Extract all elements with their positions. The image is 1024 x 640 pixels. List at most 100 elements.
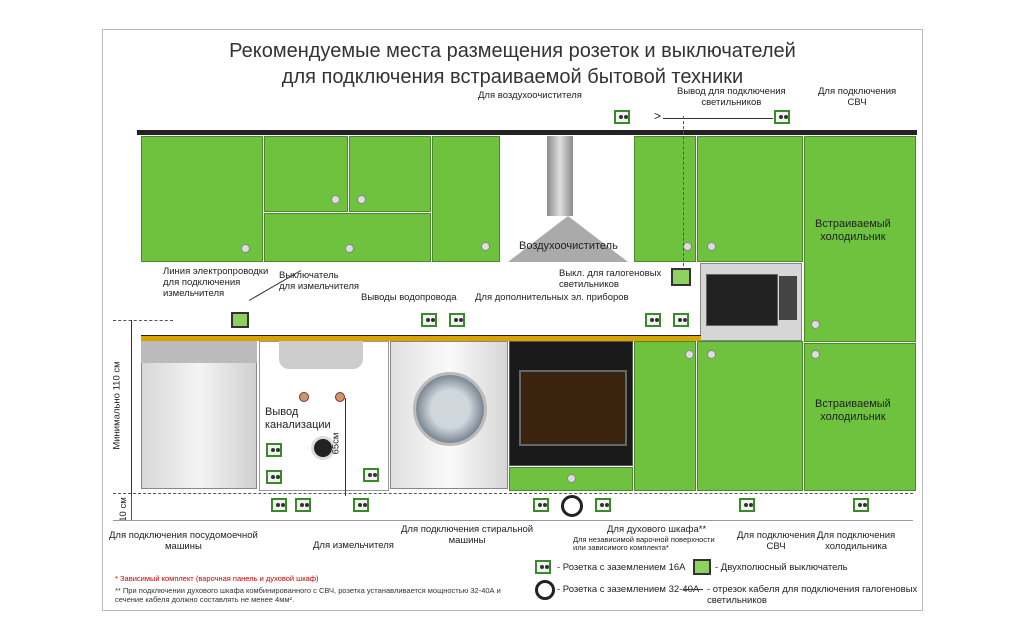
title-line-1: Рекомендуемые места размещения розеток и… (229, 40, 796, 62)
label-wire-line: Линия электропроводки для подключения из… (163, 266, 269, 299)
cable-line-lights (663, 118, 773, 119)
legend-switch-icon (693, 559, 711, 575)
socket-oven (595, 498, 611, 512)
socket-extra-2 (673, 313, 689, 327)
socket-water-1 (421, 313, 437, 327)
socket-hob-16 (533, 498, 549, 512)
lower-cabinet-2 (697, 341, 803, 491)
label-dim-110: Минимально 110 см (111, 361, 123, 450)
socket-sink-2 (266, 470, 282, 484)
worktop (141, 335, 701, 341)
socket-washer (353, 498, 369, 512)
socket-microwave-top (774, 110, 790, 124)
dim-110-line (131, 320, 132, 495)
legend-cable: - отрезок кабеля для подключения галоген… (707, 584, 918, 606)
note-2: ** При подключении духового шкафа комбин… (115, 586, 501, 604)
label-hob: Для независимой варочной поверхности или… (573, 535, 715, 552)
label-washer: Для подключения стиральной машины (401, 524, 534, 546)
dishwasher (141, 341, 257, 489)
water-pipe-2 (335, 392, 345, 402)
legend-double-switch: - Двухполюсный выключатель (715, 562, 848, 573)
legend-socket16: - Розетка с заземлением 16А (557, 562, 686, 573)
socket-water-2 (449, 313, 465, 327)
upper-cabinet-3 (432, 136, 500, 262)
label-dishwasher: Для подключения посудомоечной машины (109, 530, 258, 552)
dim-10-line (131, 495, 132, 521)
knob (707, 350, 716, 359)
label-dim-65: 65см (330, 432, 342, 455)
label-extra: Для дополнительных эл. приборов (475, 292, 629, 303)
legend-socket32-icon (535, 580, 555, 600)
dishwasher-panel (141, 341, 257, 363)
floor-dim-line (113, 493, 913, 494)
label-fridge-bottom: Для подключения холодильника (817, 530, 896, 552)
water-pipe-1 (299, 392, 309, 402)
upper-cabinet-5 (697, 136, 803, 262)
cable-end-icon: > (654, 109, 662, 123)
label-microwave-bottom: Для подключения СВЧ (737, 530, 816, 552)
sink-bowl (279, 341, 363, 369)
upper-cabinet-4 (634, 136, 696, 262)
socket-fridge (853, 498, 869, 512)
legend-cable-icon (683, 589, 703, 590)
label-lights-out: Вывод для подключения светильников (677, 86, 786, 108)
socket-hood (614, 110, 630, 124)
label-grinder-switch: Выключатель для измельчителя (279, 270, 360, 292)
floor-line (113, 520, 913, 521)
socket-microwave-bottom (739, 498, 755, 512)
label-hood: Воздухоочиститель (519, 240, 618, 252)
knob (811, 350, 820, 359)
label-water: Выводы водопровода (361, 292, 457, 303)
label-oven: Для духового шкафа** (607, 524, 707, 535)
legend-socket32: - Розетка с заземлением 32-40А (557, 584, 700, 595)
diagram-title: Рекомендуемые места размещения розеток и… (103, 38, 922, 90)
cable-dashed-vertical (683, 116, 684, 266)
label-fridge-1: Встраиваемый холодильник (815, 218, 891, 243)
socket-sink-3 (363, 468, 379, 482)
label-microwave-top: Для подключения СВЧ (818, 86, 897, 108)
fridge-lower (804, 343, 916, 491)
switch-grinder (231, 312, 249, 328)
hood-chimney (547, 136, 573, 216)
legend-socket16-icon (535, 560, 551, 574)
knob (685, 350, 694, 359)
lower-cabinet-1 (634, 341, 696, 491)
microwave-door (706, 274, 778, 326)
switch-halogen (671, 268, 691, 286)
dim-65-line (345, 398, 346, 496)
socket-32a-hob (561, 495, 583, 517)
upper-cabinet-1 (141, 136, 263, 262)
drain-pipe (311, 436, 335, 460)
upper-rail (137, 130, 917, 135)
knob (683, 242, 692, 251)
upper-cabinet-2b (349, 136, 431, 212)
microwave-panel (779, 276, 797, 320)
hood-body (508, 216, 628, 262)
label-hood-socket: Для воздухоочистителя (478, 90, 582, 101)
knob (707, 242, 716, 251)
label-fridge-2: Встраиваемый холодильник (815, 398, 891, 423)
socket-extra-1 (645, 313, 661, 327)
socket-dishwasher (271, 498, 287, 512)
socket-sink-1 (266, 443, 282, 457)
fridge-upper (804, 136, 916, 342)
label-grinder: Для измельчителя (313, 540, 394, 551)
label-halogen-switch: Выкл. для галогеновых светильников (559, 268, 662, 290)
knob (567, 474, 576, 483)
knob (481, 242, 490, 251)
knob (811, 320, 820, 329)
note-1: * Зависимый комплект (варочная панель и … (115, 574, 319, 583)
washer-door (413, 372, 487, 446)
dim-line-top (113, 320, 173, 321)
title-line-2: для подключения встраиваемой бытовой тех… (281, 66, 744, 88)
knob (357, 195, 366, 204)
socket-grinder (295, 498, 311, 512)
diagram-frame: Рекомендуемые места размещения розеток и… (102, 29, 923, 611)
knob (345, 244, 354, 253)
oven-window (519, 370, 627, 446)
knob (241, 244, 250, 253)
label-drain: Вывод канализации (265, 406, 331, 431)
upper-cabinet-2c (264, 213, 431, 262)
knob (331, 195, 340, 204)
label-dim-10: 10 см (117, 497, 129, 522)
